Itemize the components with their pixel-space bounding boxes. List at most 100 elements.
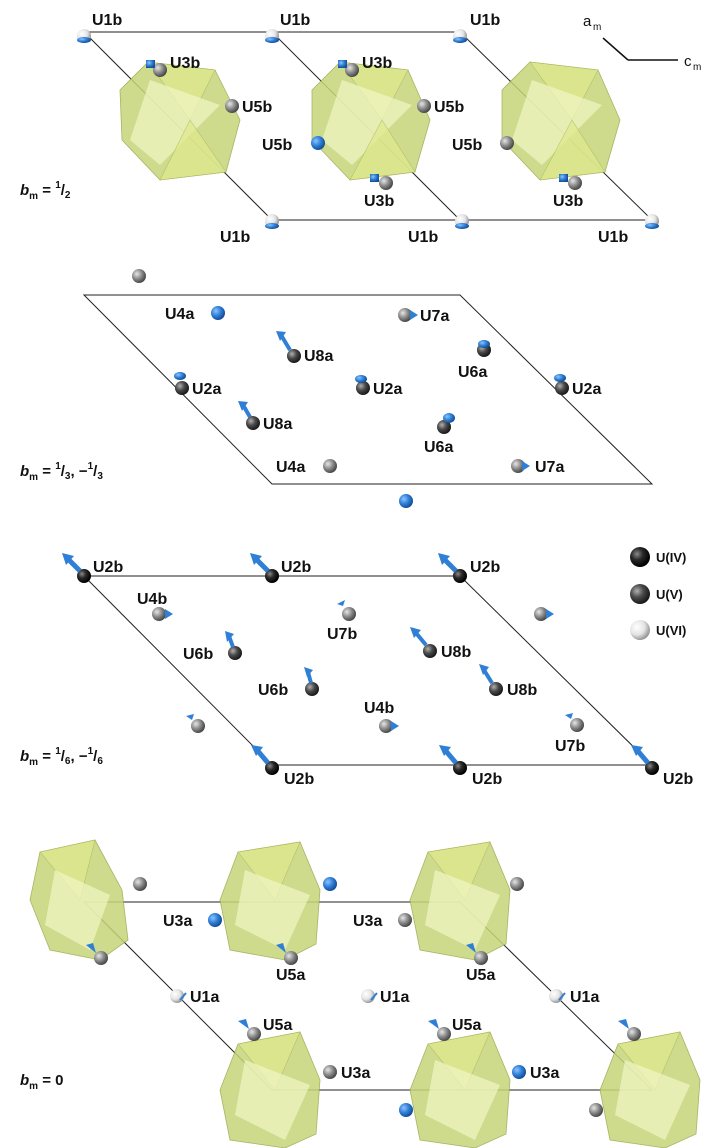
atom-label: U1b (408, 229, 438, 246)
spin-arrow-icon (238, 1019, 249, 1029)
u1a-atom (170, 989, 184, 1003)
axes-indicator: a m c m (583, 13, 701, 73)
u8b-atom (489, 682, 503, 696)
u5a-atom (474, 951, 488, 965)
spin-arrow-head-icon (251, 745, 263, 756)
atom-label: U3a (353, 913, 382, 930)
spin-icon (558, 992, 566, 1001)
atom-label: U2a (373, 381, 402, 398)
u5b-atom (417, 99, 431, 113)
atom-label: U8a (304, 348, 333, 365)
atom-label: U6a (458, 364, 487, 381)
atom-label: U5a (466, 967, 495, 984)
atom-label: U1a (190, 989, 219, 1006)
atom-label: U7b (555, 738, 585, 755)
atom-label: U3a (163, 913, 192, 930)
atom-label: U2b (93, 559, 123, 576)
atom-label: U6b (183, 646, 213, 663)
spin-icon (338, 60, 347, 68)
u5a-atom (94, 951, 108, 965)
u5a-atom (247, 1027, 261, 1041)
polyhedron (119, 61, 241, 181)
bm-sub: m (29, 757, 38, 768)
u-atom (589, 1103, 603, 1117)
spin-icon (146, 60, 155, 68)
legend-uv-label: U(V) (656, 587, 683, 602)
u-atom (132, 269, 146, 283)
spin-icon (77, 37, 91, 43)
atom-label: U8a (263, 416, 292, 433)
spin-arrow-head-icon (225, 631, 234, 642)
atom-label: U2b (281, 559, 311, 576)
bm-den: 3 (65, 471, 71, 482)
spin-icon (645, 223, 659, 229)
polyhedron (29, 839, 129, 961)
polyhedron (501, 61, 621, 181)
bm-sub: m (29, 191, 38, 202)
atom-label: U3b (553, 193, 583, 210)
u7a-atom (511, 459, 525, 473)
bm-den: 2 (65, 190, 71, 201)
atom-label: U8b (507, 682, 537, 699)
bm-var: b (20, 1072, 29, 1089)
u5b-atom (225, 99, 239, 113)
u-atom (510, 877, 524, 891)
spin-arrow-head-icon (62, 553, 74, 565)
u3b-atom (345, 63, 359, 77)
u2b-atom (265, 569, 279, 583)
u-atom (133, 877, 147, 891)
spin-arrow-head-icon (250, 553, 262, 565)
atom-label: U2a (192, 381, 221, 398)
u2a-atom (356, 381, 370, 395)
spin-icon (179, 992, 187, 1001)
atom-label: U1a (380, 989, 409, 1006)
atom-label: U3b (362, 55, 392, 72)
axis-a-sub: m (593, 22, 601, 33)
atom-label: U4b (364, 700, 394, 717)
bm-slash: / (93, 748, 98, 765)
u6b-atom (228, 646, 242, 660)
atom-label: U8b (441, 644, 471, 661)
u8a-atom (287, 349, 301, 363)
bm-var: b (20, 463, 29, 480)
spin-icon (559, 174, 568, 182)
atom-label: U1a (570, 989, 599, 1006)
bm-den: 6 (97, 756, 103, 767)
u5b-atom (500, 136, 514, 150)
spin-arrow-icon (391, 721, 399, 731)
atom-label: U4a (165, 306, 194, 323)
spin-arrow-icon (279, 333, 292, 352)
spin-icon (443, 413, 455, 423)
u-atom (627, 1027, 641, 1041)
atom-label: U2b (470, 559, 500, 576)
u6b-atom (305, 682, 319, 696)
u7a-atom (398, 308, 412, 322)
polyhedron (599, 1031, 701, 1148)
atom-label: U5a (263, 1017, 292, 1034)
spin-arrow-head-icon (438, 553, 450, 565)
u5a-atom (437, 1027, 451, 1041)
legend: U(IV) U(V) U(VI) (630, 547, 686, 640)
atom-label: U1b (470, 12, 500, 29)
u2b-atom (265, 761, 279, 775)
u2b-atom (645, 761, 659, 775)
spin-icon (554, 374, 566, 382)
u3b-atom (379, 176, 393, 190)
bm-sep: , − (70, 748, 87, 765)
polyhedron (409, 841, 511, 961)
u1a-atom (549, 989, 563, 1003)
spin-icon (265, 37, 279, 43)
atom-label: U5b (242, 99, 272, 116)
spin-arrow-icon (254, 557, 270, 573)
u3a-atom (323, 1065, 337, 1079)
atom-label: U1b (220, 229, 250, 246)
u3a-atom (512, 1065, 526, 1079)
spin-arrow-icon (428, 1019, 439, 1029)
legend-uiv-sphere-icon (630, 547, 650, 567)
atom-label: U6a (424, 439, 453, 456)
spin-arrow-icon (414, 631, 428, 647)
bm-eq: = 0 (38, 1072, 63, 1089)
u3b-atom (568, 176, 582, 190)
u5b-atom (311, 136, 325, 150)
